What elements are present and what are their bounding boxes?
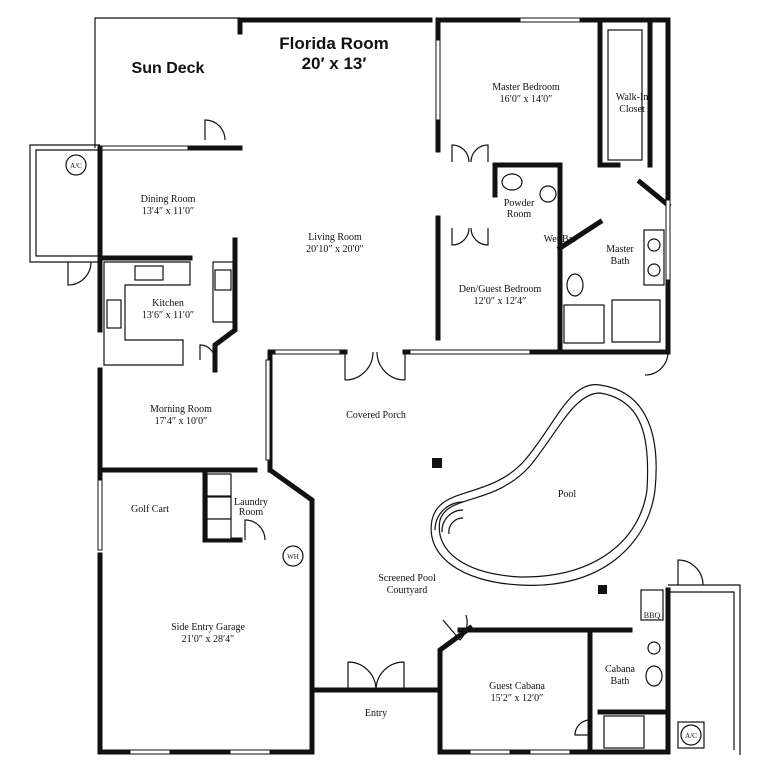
guest-cabana-size: 15′2″ x 12′0″ xyxy=(491,693,544,704)
ac-pad-left xyxy=(29,144,100,263)
laundry-room-label: Laundry xyxy=(234,497,268,508)
cabana-bath-label-2: Bath xyxy=(611,676,630,687)
sun-deck-label: Sun Deck xyxy=(132,60,205,77)
cabana-bath-label: Cabana xyxy=(605,664,636,675)
interior-walls xyxy=(97,17,672,755)
den-guest-bedroom-size: 12′0″ x 12′4″ xyxy=(474,296,527,307)
water-heater: WH xyxy=(282,545,304,567)
powder-room-fixtures xyxy=(501,173,557,203)
windows xyxy=(97,17,671,755)
golf-cart-label: Golf Cart xyxy=(131,504,169,515)
living-room-label: Living Room xyxy=(308,232,362,243)
dining-room-label: Dining Room xyxy=(141,194,196,205)
morning-room-label: Morning Room xyxy=(150,404,212,415)
kitchen-size: 13′6″ x 11′0″ xyxy=(142,310,194,321)
covered-porch-label: Covered Porch xyxy=(346,410,406,421)
sun-deck-outline xyxy=(94,17,240,151)
ac-unit-right: A/C xyxy=(677,721,705,749)
master-bath-label: Master xyxy=(606,244,634,255)
pool xyxy=(430,384,657,586)
kitchen-label: Kitchen xyxy=(152,298,184,309)
kitchen-counters xyxy=(103,261,234,366)
porch-column xyxy=(432,458,442,468)
walk-in-closet-label: Walk-In xyxy=(616,92,649,103)
den-guest-bedroom-label: Den/Guest Bedroom xyxy=(459,284,542,295)
powder-room-label: Powder xyxy=(504,198,535,209)
wet-bar-label: Wet Bar xyxy=(544,234,577,245)
closet-shelving xyxy=(607,29,643,161)
screened-pool-courtyard-label: Screened Pool xyxy=(378,573,436,584)
bbq-label: BBQ xyxy=(644,611,661,620)
living-room-size: 20′10″ x 20′0″ xyxy=(306,244,364,255)
entry-label: Entry xyxy=(365,708,387,719)
ac-label: A/C xyxy=(685,732,697,740)
ac-pad-right xyxy=(668,584,741,755)
side-entry-garage-label: Side Entry Garage xyxy=(171,622,245,633)
laundry-appliances xyxy=(206,473,232,540)
florida-room-label: Florida Room xyxy=(279,34,389,53)
courtyard-column xyxy=(598,585,607,594)
side-entry-garage-size: 21′0″ x 28′4″ xyxy=(182,634,235,645)
water-heater-label: WH xyxy=(287,553,299,561)
ac-label: A/C xyxy=(70,162,82,170)
screened-pool-courtyard-label-2: Courtyard xyxy=(387,585,428,596)
morning-room-size: 17′4″ x 10′0″ xyxy=(155,416,208,427)
walk-in-closet-label-2: Closet xyxy=(619,104,645,115)
bbq-grill: BBQ xyxy=(640,589,664,621)
master-bedroom-size: 16′0″ x 14′0″ xyxy=(500,94,553,105)
dining-room-size: 13′4″ x 11′0″ xyxy=(142,206,194,217)
master-bath-label-2: Bath xyxy=(611,256,630,267)
florida-room-size: 20′ x 13′ xyxy=(302,54,367,73)
powder-room-label-2: Room xyxy=(507,209,532,220)
cabana-bath-fixtures xyxy=(603,641,663,749)
pool-label: Pool xyxy=(558,489,577,500)
ac-unit-left: A/C xyxy=(65,154,87,176)
master-bath-fixtures xyxy=(563,229,665,344)
guest-cabana-label: Guest Cabana xyxy=(489,681,545,692)
laundry-room-label-2: Room xyxy=(239,507,264,518)
doors xyxy=(67,119,704,736)
master-bedroom-label: Master Bedroom xyxy=(492,82,560,93)
